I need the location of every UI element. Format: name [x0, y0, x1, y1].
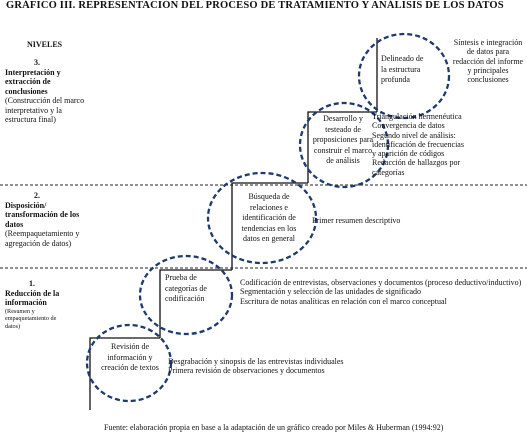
description-line: Redacción de hallazgos por: [372, 158, 461, 168]
step-circle-5: [357, 32, 451, 120]
step-circle-1: [85, 323, 173, 403]
step-circle-4: [298, 101, 390, 189]
step-circle-3: [206, 171, 318, 265]
description-line: categorías: [372, 167, 405, 177]
description-level-1a: Desgrabación y sinopsis de las entrevist…: [168, 357, 408, 376]
description-line: identificación de frecuencias: [372, 139, 464, 149]
step-3-label: Búsqueda de relaciones e identificación …: [241, 192, 297, 243]
diagram-title: GRÁFICO III. REPRESENTACIÓN DEL PROCESO …: [6, 0, 504, 11]
level-1-label: 1. Reducción de la información (Resumen …: [5, 279, 73, 330]
staircase: [89, 38, 378, 410]
level-3-label: 3. Interpretación y extracción de conclu…: [5, 58, 87, 125]
level-1-name: Reducción de la información: [5, 288, 60, 308]
level-2-number: 2.: [34, 191, 40, 200]
description-level-3b: Síntesis e integración de datos para red…: [452, 38, 524, 85]
description-line: y aparición de códigos: [372, 149, 445, 159]
description-line: Segmentación y selección de las unidades…: [240, 287, 422, 297]
description-line: Escritura de notas analíticas en relació…: [240, 296, 447, 306]
levels-header: NIVELES: [27, 40, 63, 49]
level-2-detail: (Reempaquetamiento y agregación de datos…: [5, 229, 80, 248]
level-3-number: 3.: [34, 58, 40, 67]
level-2-label: 2. Disposición/ transformación de los da…: [5, 191, 87, 248]
source-note: Fuente: elaboración propia en base a la …: [104, 423, 444, 432]
description-line: Convergencia de datos: [372, 121, 445, 131]
level-3-name: Interpretación y extracción de conclusio…: [5, 67, 61, 96]
description-line: Triangulación hermenéutica: [372, 112, 462, 121]
step-2-label: Prueba de categorías de codificación: [165, 273, 207, 303]
step-circle-2: [138, 254, 234, 336]
step-5-label: Delineado de la estructura profunda: [381, 54, 424, 84]
level-3-detail: (Construcción del marco interpretativo y…: [5, 96, 85, 124]
step-line-2: [159, 269, 232, 338]
level-2-name: Disposición/ transformación de los datos: [5, 200, 80, 229]
description-line: Segundo nivel de análisis:: [372, 130, 456, 140]
description-level-1b: Codificación de entrevistas, observacion…: [240, 278, 525, 306]
step-line-3: [231, 182, 308, 270]
level-1-number: 1.: [29, 279, 35, 288]
description-line: Desgrabación y sinopsis de las entrevist…: [168, 357, 344, 366]
description-line: Codificación de entrevistas, observacion…: [240, 278, 522, 287]
description-line: Primer resumen descriptivo: [312, 216, 401, 225]
step-line-1: [89, 337, 160, 410]
step-4-label: Desarrollo y testeado de proposiciones p…: [312, 114, 374, 165]
step-line-4: [307, 111, 377, 183]
description-level-3a: Triangulación hermenéutica Convergencia …: [372, 112, 522, 177]
step-1-label: Revisión de información y creación de te…: [101, 342, 159, 372]
description-line: Primera revisión de observaciones y docu…: [168, 366, 325, 376]
level-1-detail: (Resumen y empaquetamiento de datos): [5, 307, 57, 330]
description-level-2: Primer resumen descriptivo: [312, 216, 512, 225]
